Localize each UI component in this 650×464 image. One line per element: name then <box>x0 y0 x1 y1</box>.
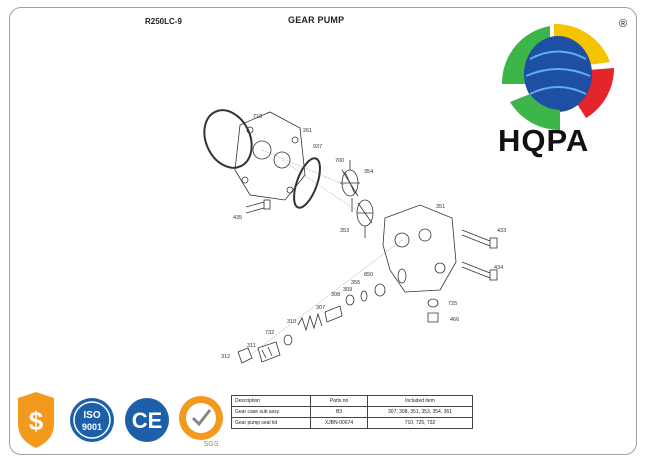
callout-308: 308 <box>331 292 340 298</box>
model-label: R250LC-9 <box>145 17 182 26</box>
certification-badges: $ ISO 9001 CE SGS <box>18 392 223 448</box>
callout-710: 710 <box>253 114 262 120</box>
cell-description: Gear pump seal kit <box>231 417 311 429</box>
part-308 <box>345 294 355 306</box>
callout-309: 309 <box>343 287 352 293</box>
callout-351: 351 <box>436 204 445 210</box>
cell-included-item: 307, 308, 351, 353, 354, 361 <box>367 406 473 418</box>
brand-name: HQPA <box>498 123 590 158</box>
brand-logo <box>501 23 615 131</box>
cell-parts-no: B3 <box>310 406 368 418</box>
callout-700: 700 <box>335 158 344 164</box>
logo-yellow-segment <box>554 23 610 66</box>
bolt-434 <box>461 261 491 279</box>
oring-725 <box>427 298 439 308</box>
iso-number: 9001 <box>82 422 102 432</box>
cell-included-item: 710, 725, 732 <box>367 417 473 429</box>
ring-355 <box>374 283 386 297</box>
table-header-row: Description Parts no Included item <box>231 395 473 407</box>
iso-label: ISO <box>83 410 100 421</box>
nut-312 <box>237 347 253 364</box>
body-351 <box>382 204 457 293</box>
ring-309 <box>360 290 368 302</box>
callout-353: 353 <box>340 228 349 234</box>
callout-312: 312 <box>221 354 230 360</box>
callout-435: 435 <box>233 215 242 221</box>
gear-354 <box>340 160 360 212</box>
header-included-item: Included item <box>367 395 473 407</box>
callout-310: 310 <box>287 319 296 325</box>
logo-green-segment <box>501 26 550 84</box>
cell-parts-no: XJBN-00674 <box>310 417 368 429</box>
callout-355: 355 <box>351 280 360 286</box>
ring-850 <box>397 268 407 284</box>
header-description: Description <box>231 395 311 407</box>
callout-732: 732 <box>265 330 274 336</box>
callout-725: 725 <box>448 301 457 307</box>
price-shield-icon <box>18 392 54 448</box>
oring-710 <box>203 109 253 169</box>
callout-354: 354 <box>364 169 373 175</box>
spring-310 <box>297 312 323 332</box>
callout-850: 850 <box>364 272 373 278</box>
table-row: Gear pump seal kit XJBN-00674 710, 725, … <box>231 417 473 429</box>
registered-mark: ® <box>619 18 628 30</box>
bolt-433 <box>461 229 491 247</box>
part-307 <box>324 305 343 323</box>
callout-307: 307 <box>316 305 325 311</box>
table-row: Gear case sub assy. B3 307, 308, 351, 35… <box>231 406 473 418</box>
plug-466 <box>427 312 439 323</box>
oring-700 <box>293 157 321 209</box>
parts-table: Description Parts no Included item Gear … <box>231 395 473 429</box>
ce-label: CE <box>132 408 163 433</box>
sleeve-311 <box>257 341 281 363</box>
gear-353 <box>356 199 374 238</box>
callout-261: 261 <box>303 128 312 134</box>
iso-9001-icon <box>70 398 114 442</box>
callout-433: 433 <box>497 228 506 234</box>
callout-466: 466 <box>450 317 459 323</box>
oring-732 <box>283 334 293 346</box>
sgs-label: SGS <box>204 441 219 448</box>
page-title: GEAR PUMP <box>288 15 345 25</box>
ce-mark-icon <box>125 398 169 442</box>
cell-description: Gear case sub assy. <box>231 406 311 418</box>
callout-311: 311 <box>247 343 256 349</box>
svg-text:$: $ <box>29 406 44 436</box>
callout-434: 434 <box>494 265 503 271</box>
logo-red-segment <box>572 68 615 118</box>
callout-937: 937 <box>313 144 322 150</box>
header-parts-no: Parts no <box>310 395 368 407</box>
bolt-435 <box>245 201 265 214</box>
